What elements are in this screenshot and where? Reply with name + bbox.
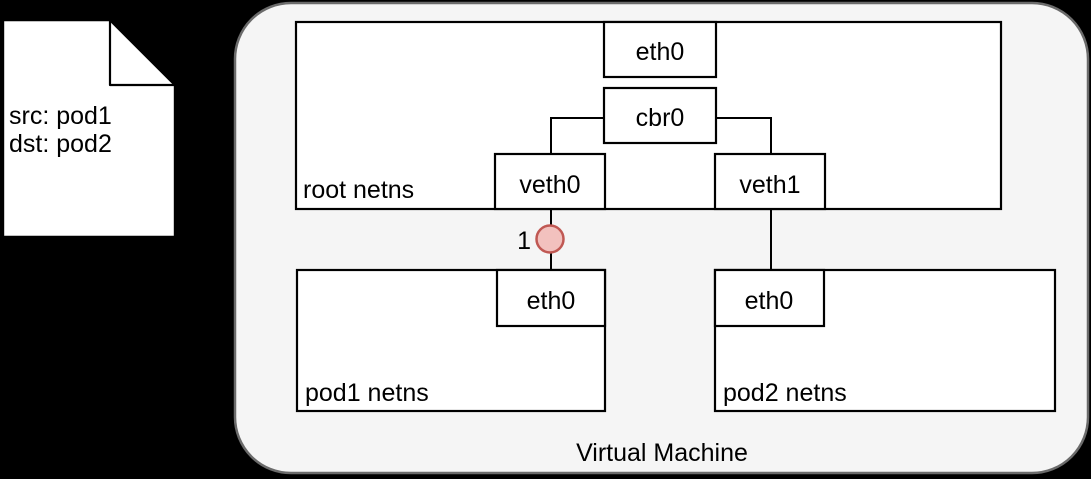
step-marker-circle <box>535 224 565 254</box>
cbr0-label: cbr0 <box>636 104 685 132</box>
pod2-eth0-label: eth0 <box>745 287 794 315</box>
connector-cbr0-veth0 <box>550 117 604 154</box>
pod1-eth0-label: eth0 <box>527 287 576 315</box>
root-eth0-box <box>602 20 718 79</box>
packet-note-shape <box>1 18 177 239</box>
veth1-box <box>713 152 827 211</box>
pod1-eth0-box <box>495 268 607 328</box>
pod1-netns-label: pod1 netns <box>305 379 429 407</box>
virtual-machine-label: Virtual Machine <box>576 439 748 467</box>
root-eth0-label: eth0 <box>636 38 685 66</box>
step-marker-label: 1 <box>517 227 531 255</box>
pod2-eth0-box <box>713 268 826 328</box>
pod2-netns-label: pod2 netns <box>723 379 847 407</box>
packet-note-fold-icon <box>108 20 175 87</box>
connector-cbr0-veth1 <box>716 117 772 154</box>
cbr0-box <box>602 86 718 145</box>
veth0-box <box>493 152 607 211</box>
packet-note-src-text: src: pod1 <box>9 102 112 130</box>
veth0-label: veth0 <box>519 171 580 199</box>
veth1-label: veth1 <box>739 171 800 199</box>
packet-note-dst-text: dst: pod2 <box>9 130 112 158</box>
root-netns-label: root netns <box>303 176 414 204</box>
